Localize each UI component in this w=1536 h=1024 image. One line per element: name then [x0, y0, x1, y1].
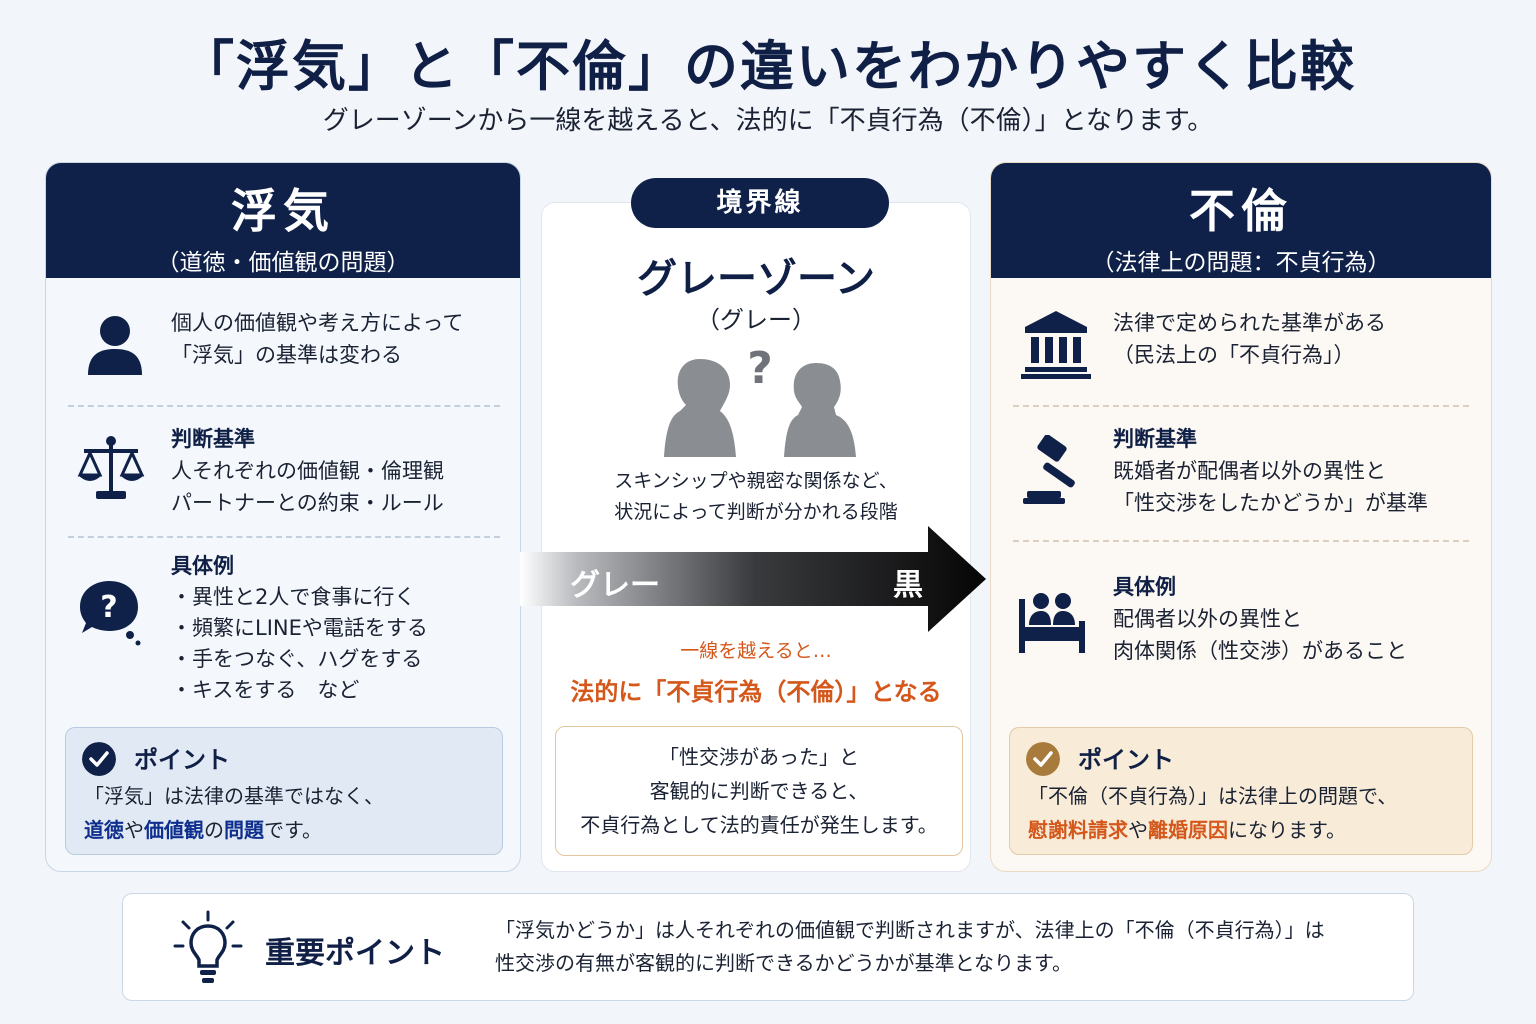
furin-row-criteria: 判断基準 既婚者が配偶者以外の異性と 「性交渉をしたかどうか」が基準	[991, 421, 1491, 531]
point-title: ポイント	[134, 746, 230, 774]
divider	[68, 536, 500, 538]
example-item: ・キスをする など	[171, 678, 360, 702]
uwaki-examples-text: 具体例 ・異性と2人で食事に行く ・頻繁にLINEや電話をする ・手をつなぐ、ハ…	[171, 551, 428, 706]
uwaki-row-values: 個人の価値観や考え方によって 「浮気」の基準は変わる	[46, 303, 520, 393]
furin-row-law: 法律で定められた基準がある （民法上の「不貞行為」）	[991, 303, 1491, 393]
arrow-black-label: 黒	[893, 568, 923, 603]
point-text: 「不倫（不貞行為）」は法律上の問題で、 慰謝料請求や離婚原因になります。	[1028, 784, 1398, 842]
divider	[1013, 405, 1469, 407]
uwaki-panel: 浮気 （道徳・価値観の問題） 個人の価値観や考え方によって 「浮気」の基準は変わ…	[45, 162, 521, 872]
example-item: ・頻繁にLINEや電話をする	[171, 616, 428, 640]
key-point-text: 「浮気かどうか」は人それぞれの価値観で判断されますが、法律上の「不倫（不貞行為）…	[495, 918, 1325, 975]
uwaki-heading: 浮気	[231, 184, 335, 238]
uwaki-values-text: 個人の価値観や考え方によって 「浮気」の基準は変わる	[171, 311, 464, 367]
uwaki-header: 浮気 （道徳・価値観の問題）	[46, 163, 520, 278]
page-title: 「浮気」と「不倫」の違いをわかりやすく比較	[180, 34, 1356, 98]
key-point-box: 重要ポイント 「浮気かどうか」は人それぞれの価値観で判断されますが、法律上の「不…	[122, 893, 1414, 1001]
uwaki-point-box: ポイント 「浮気」は法律の基準ではなく、 道徳や価値観の問題です。	[65, 727, 503, 855]
scales-icon	[77, 436, 145, 499]
gavel-icon	[1023, 435, 1075, 504]
furin-examples-text: 具体例 配偶者以外の異性と 肉体関係（性交渉）があること	[1113, 575, 1407, 663]
person-icon	[88, 316, 142, 375]
furin-row-examples: 具体例 配偶者以外の異性と 肉体関係（性交渉）があること	[991, 571, 1491, 681]
furin-law-text: 法律で定められた基準がある （民法上の「不貞行為」）	[1113, 311, 1386, 367]
example-item: ・手をつなぐ、ハグをする	[171, 647, 423, 671]
example-item: ・異性と2人で食事に行く	[171, 585, 416, 609]
furin-subheading: （法律上の問題：不貞行為）	[1091, 250, 1391, 276]
divider	[1013, 540, 1469, 542]
page-subtitle: グレーゾーンから一線を越えると、法的に「不貞行為（不倫）」となります。	[322, 106, 1214, 136]
furin-header: 不倫 （法律上の問題：不貞行為）	[991, 163, 1491, 278]
furin-panel: 不倫 （法律上の問題：不貞行為） 法律で定められた基準がある （民法上の「不貞行…	[990, 162, 1492, 872]
point-text: 「浮気」は法律の基準ではなく、 道徳や価値観の問題です。	[84, 784, 384, 842]
check-circle-icon	[82, 742, 116, 776]
courthouse-icon	[1021, 311, 1091, 379]
question-mark-icon: ?	[747, 345, 773, 394]
boundary-note-box: 「性交渉があった」と 客観的に判断できると、 不貞行為として法的責任が発生します…	[555, 726, 963, 856]
svg-text:?: ?	[100, 590, 117, 625]
lightbulb-icon	[173, 910, 243, 983]
gray-zone-sub: （グレー）	[696, 306, 816, 334]
furin-criteria-text: 判断基準 既婚者が配偶者以外の異性と 「性交渉をしたかどうか」が基準	[1113, 427, 1428, 515]
uwaki-row-examples: ? 具体例 ・異性と2人で食事に行く ・頻繁にLINEや電話をする ・手をつなぐ…	[46, 551, 520, 711]
key-point-title: 重要ポイント	[265, 936, 445, 971]
arrow-gray-label: グレー	[570, 568, 660, 603]
uwaki-criteria-text: 判断基準 人それぞれの価値観・倫理観 パートナーとの約束・ルール	[171, 427, 444, 515]
question-bubble-icon: ?	[80, 581, 141, 646]
furin-point-box: ポイント 「不倫（不貞行為）」は法律上の問題で、 慰謝料請求や離婚原因になります…	[1009, 727, 1473, 855]
legal-result-text: 法的に「不貞行為（不倫）」となる	[570, 678, 942, 706]
gray-to-black-arrow	[520, 526, 986, 632]
uwaki-subheading: （道徳・価値観の問題）	[156, 250, 410, 276]
furin-heading: 不倫	[1189, 184, 1293, 238]
cross-line-text: 一線を越えると…	[680, 640, 832, 662]
two-people-icon: ?	[664, 345, 856, 457]
uwaki-row-criteria: 判断基準 人それぞれの価値観・倫理観 パートナーとの約束・ルール	[46, 421, 520, 531]
boundary-pill: 境界線	[631, 178, 889, 228]
check-circle-icon	[1026, 742, 1060, 776]
divider	[68, 405, 500, 407]
gray-zone-desc: スキンシップや親密な関係など、 状況によって判断が分かれる段階	[614, 470, 898, 523]
point-title: ポイント	[1078, 746, 1174, 774]
bed-icon	[1019, 593, 1085, 653]
gray-zone-title: グレーゾーン	[637, 255, 875, 302]
